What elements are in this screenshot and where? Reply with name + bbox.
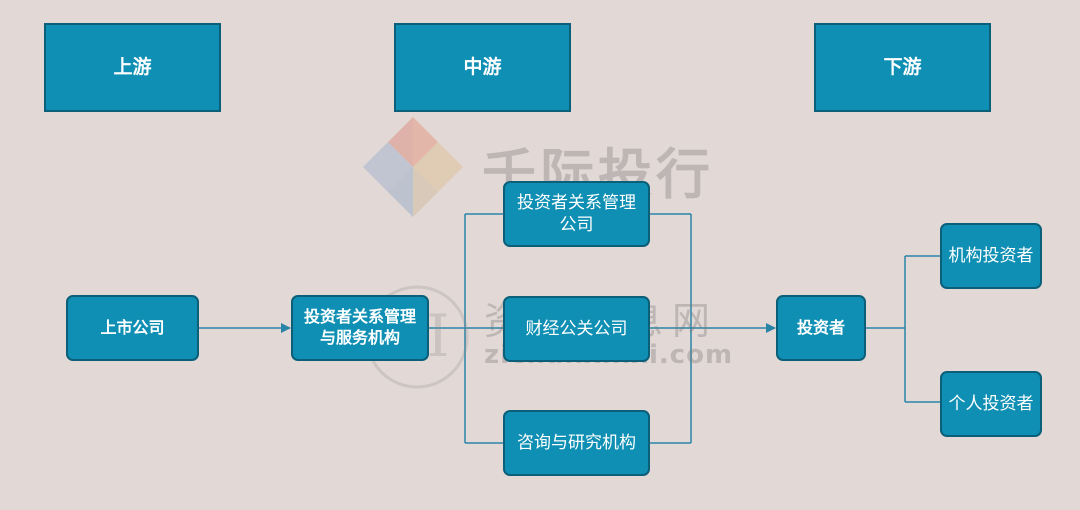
node-financial-pr-company: 财经公关公司 [503, 296, 650, 362]
stage-header-downstream: 下游 [814, 23, 991, 112]
node-listed-company: 上市公司 [66, 295, 199, 361]
node-individual-investor: 个人投资者 [940, 371, 1042, 437]
node-institutional-investor: 机构投资者 [940, 223, 1042, 289]
stage-header-midstream: 中游 [394, 23, 571, 112]
node-investor: 投资者 [776, 295, 866, 361]
stage-header-upstream: 上游 [44, 23, 221, 112]
brand-diamond-logo-icon [363, 117, 463, 217]
node-ir-management-company: 投资者关系管理公司 [503, 181, 650, 247]
node-ir-service-institution: 投资者关系管理与服务机构 [291, 295, 429, 361]
node-consulting-research: 咨询与研究机构 [503, 410, 650, 476]
